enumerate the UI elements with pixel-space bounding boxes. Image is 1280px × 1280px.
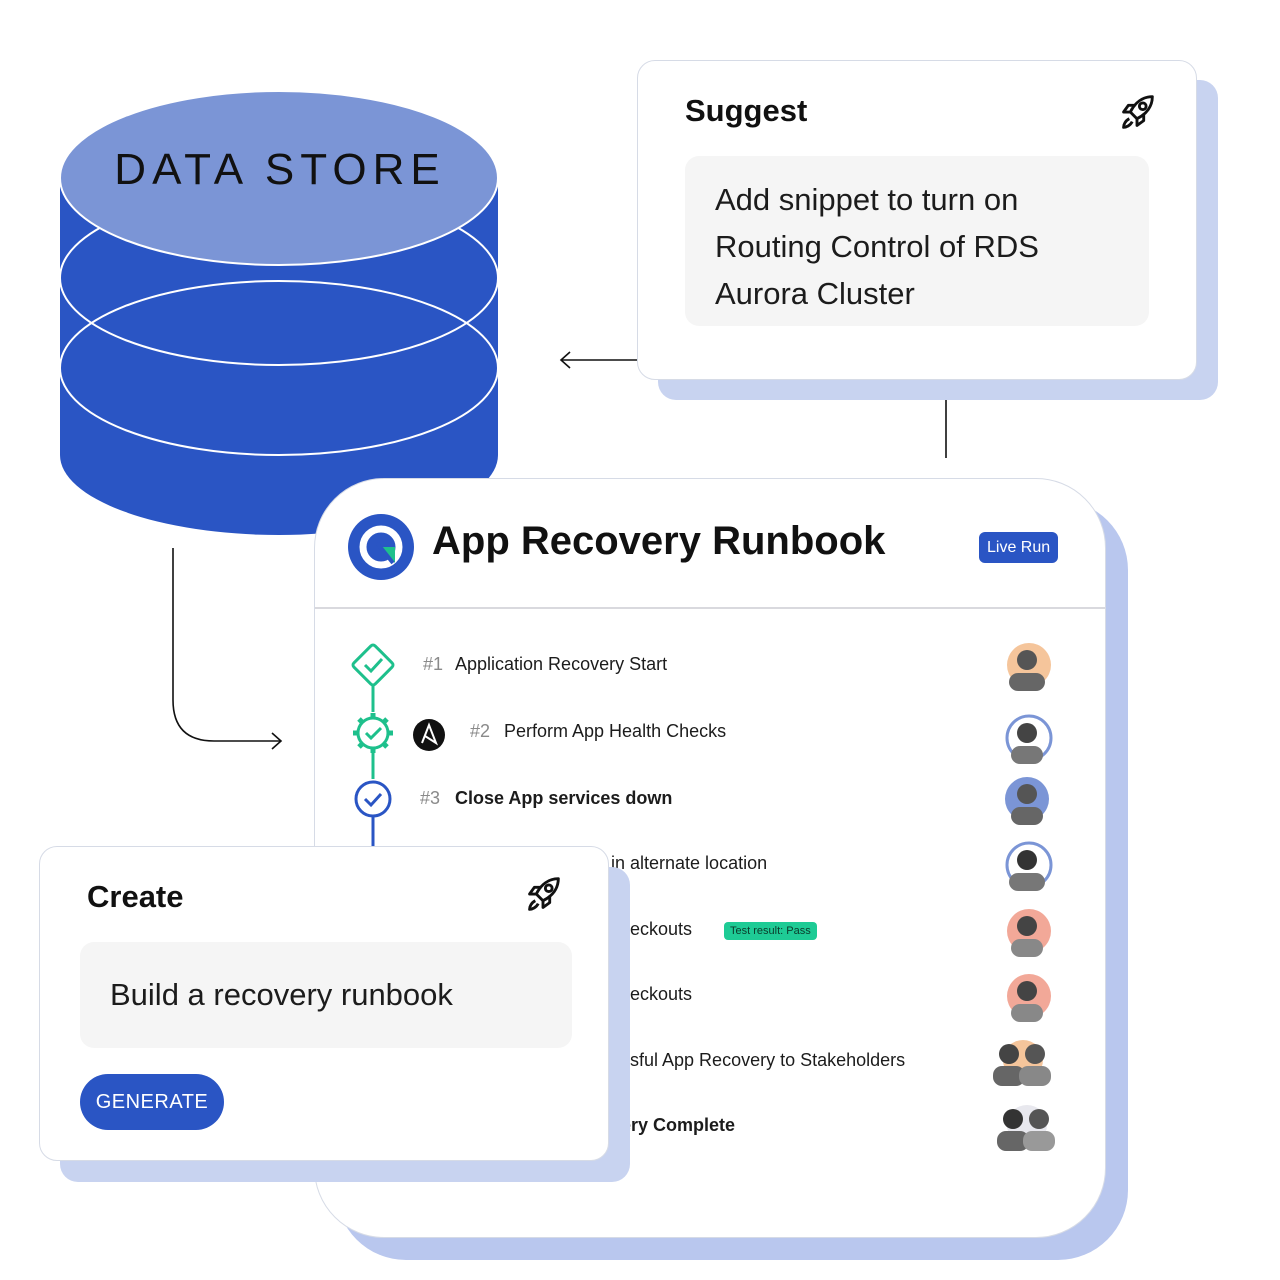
step-row-8[interactable]: very Complete: [315, 1106, 1105, 1146]
step-title: very Complete: [611, 1115, 736, 1135]
suggest-title: Suggest: [685, 93, 808, 128]
data-store-cylinder: [59, 90, 499, 535]
step-row-5[interactable]: checkouts Test result: Pass: [315, 910, 1105, 950]
assignee-avatar: [1007, 643, 1051, 691]
assignee-avatar: [1005, 777, 1049, 825]
step-row-3[interactable]: #3 Close App services down: [315, 779, 1105, 819]
step-row-4[interactable]: in alternate location: [315, 844, 1105, 884]
runbook-logo-icon: [348, 514, 414, 580]
runbook-title: App Recovery Runbook: [432, 519, 886, 563]
generate-button[interactable]: GENERATE: [80, 1074, 224, 1130]
step-row-2[interactable]: #2 Perform App Health Checks: [315, 712, 1105, 752]
data-store-label: DATA STORE: [114, 145, 446, 194]
suggest-card: Suggest Add snippet to turn on Routing C…: [637, 60, 1197, 380]
rocket-icon[interactable]: [1114, 89, 1160, 135]
step-title: Application Recovery Start: [455, 654, 668, 674]
arrow-suggest-to-store: [559, 351, 637, 369]
live-run-badge: Live Run: [979, 532, 1059, 563]
step-row-6[interactable]: checkouts: [315, 975, 1105, 1015]
step-number: #2: [470, 721, 491, 741]
prompt-input[interactable]: Build a recovery runbook: [80, 942, 572, 1048]
assignee-avatar-group: [997, 1105, 1055, 1151]
step-title: checkouts: [611, 984, 693, 1004]
step-number: #1: [423, 654, 444, 674]
rocket-icon[interactable]: [520, 871, 566, 917]
step-2-status-icon: [353, 713, 393, 753]
step-row-7[interactable]: essful App Recovery to Stakeholders: [315, 1041, 1105, 1081]
step-title: in alternate location: [611, 853, 768, 873]
step-title: Close App services down: [455, 788, 673, 808]
step-row-1[interactable]: #1 Application Recovery Start: [315, 645, 1105, 685]
assignee-avatar-group: [993, 1040, 1051, 1086]
suggestion-text: Add snippet to turn on Routing Control o…: [685, 156, 1149, 326]
test-result-badge: Test result: Pass: [724, 922, 817, 940]
step-title: checkouts: [611, 919, 693, 939]
step-1-status-icon: [351, 643, 395, 687]
arrow-store-to-runbook: [172, 548, 283, 750]
step-number: #3: [420, 788, 441, 808]
create-title: Create: [87, 879, 184, 914]
assignee-avatar: [1005, 714, 1053, 764]
step-title: Perform App Health Checks: [504, 721, 727, 741]
step-title: essful App Recovery to Stakeholders: [611, 1050, 906, 1070]
assignee-avatar: [1007, 909, 1051, 957]
assignee-avatar: [1005, 841, 1053, 891]
step-timeline: [351, 643, 445, 859]
assignee-avatar: [1007, 974, 1051, 1022]
step-3-status-icon: [354, 780, 392, 818]
runbook-divider: [315, 607, 1105, 609]
create-card: Create Build a recovery runbook GENERATE: [39, 846, 609, 1161]
ansible-icon: [413, 719, 445, 751]
